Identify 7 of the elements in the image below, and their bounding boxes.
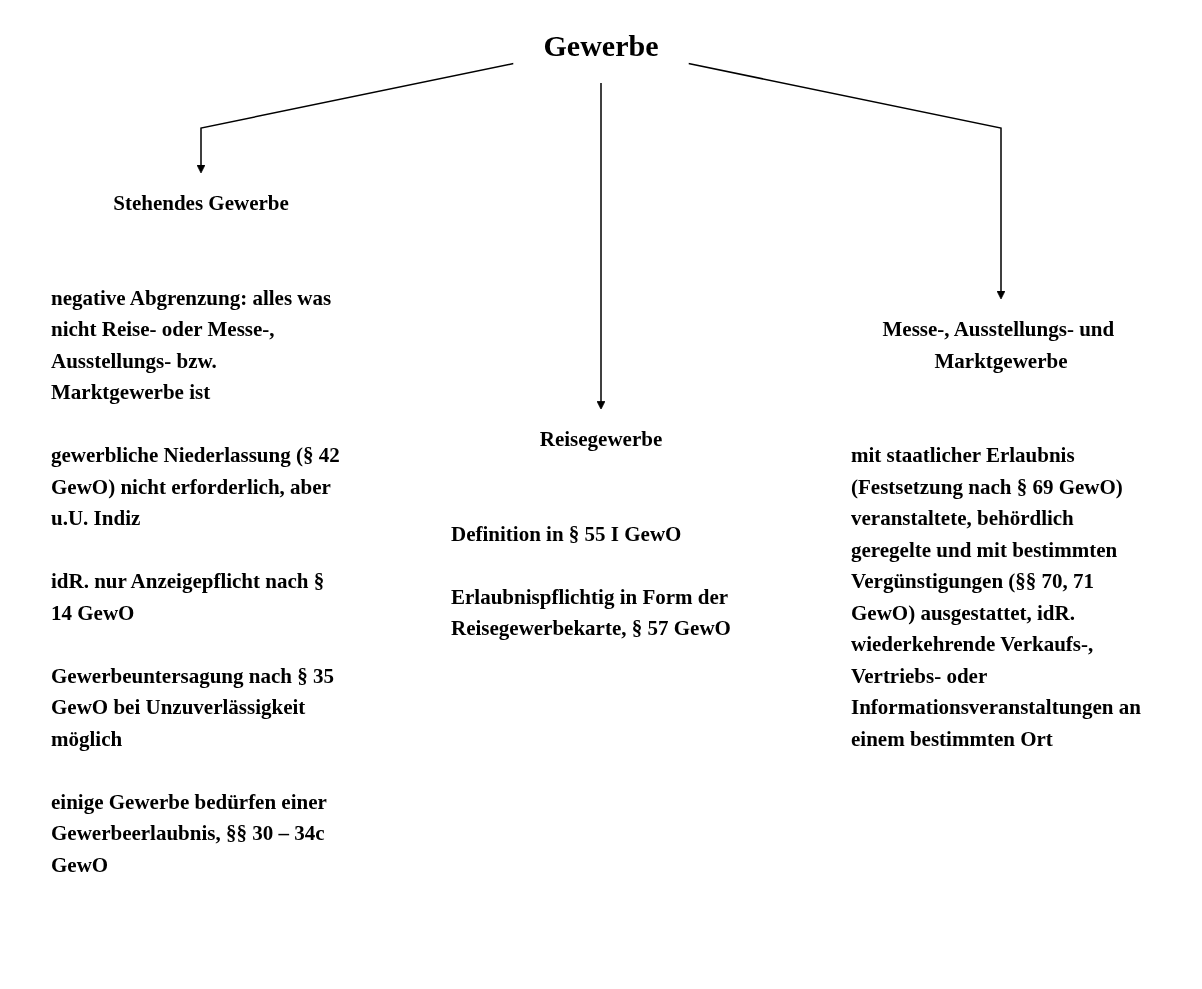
node-text: Stehendes Gewerbe negative Abgrenzung: alles was nicht Reise- oder Messe-, Ausstellungs- bzw. Marktgewerbe ist gewerbliche Niederlassung (§ 42 GewO) nicht erforderlich, aber u.U. Indiz idR. nur Anzeigepflicht nach § 14 GewO Gewerbeuntersagung nach § 35 GewO bei Unzuverlässigkeit möglich einige Gewerbe bedürfen einer Gewerbeerlaubnis, §§ 30 – 34c GewO — [51, 191, 340, 877]
arrow — [687, 62, 1006, 300]
arrow — [196, 62, 515, 174]
node-text: Gewerbe — [543, 29, 659, 62]
arrow — [596, 82, 606, 410]
node-text: Reisegewerbe Definition in § 55 I GewO Erlaubnispflichtig in Form der Reisegewerbekarte, § 57 GewO — [451, 427, 731, 641]
node-text: Messe-, Ausstellungs- und Marktgewerbe mit staatlicher Erlaubnis (Festsetzung nach § 69 GewO) veranstaltete, behördlich geregelte und mit bestimmten Vergünstigungen (§§ 70, 71 GewO) ausgestattet, idR. wiederkehrende Verkaufs-, Vertriebs- oder Informationsveranstaltungen an einem bestimmten Ort — [851, 317, 1141, 751]
